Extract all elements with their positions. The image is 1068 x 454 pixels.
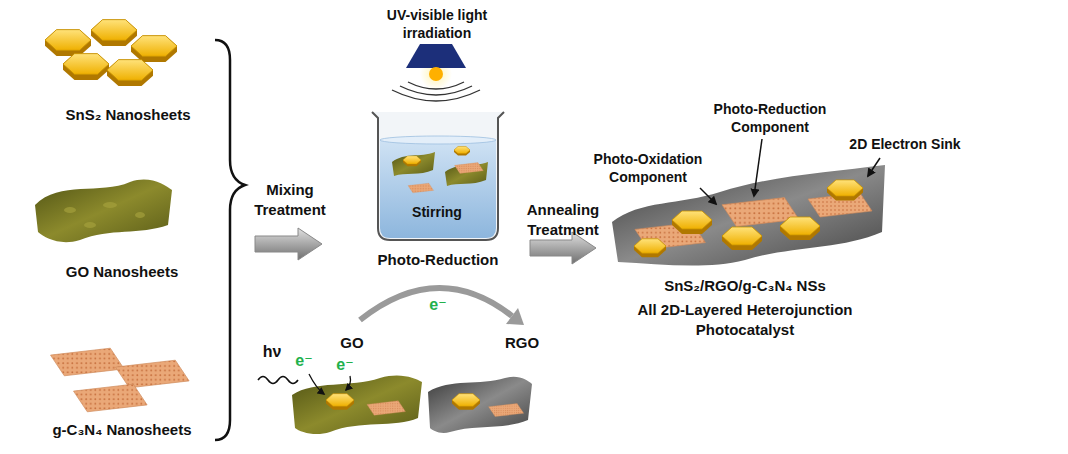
component-label: 2D Electron Sink (835, 135, 975, 153)
step-label: Photo-Reduction (363, 250, 513, 270)
step-label: Mixing Treatment (245, 180, 335, 219)
light-label: UV-visible light irradiation (378, 6, 496, 42)
curved-arrow (360, 288, 524, 325)
brace (215, 40, 245, 440)
step-label: Annealing Treatment (518, 200, 608, 239)
go-nanosheet (35, 180, 172, 243)
photo-reduction-scheme (258, 374, 532, 434)
material-label: GO (327, 333, 377, 353)
electron-label: e⁻ (423, 295, 453, 316)
electron-label: e⁻ (330, 355, 360, 376)
material-label: SnS₂ Nanosheets (38, 105, 218, 125)
product-label: All 2D-Layered Heterojunction Photocatal… (608, 300, 883, 339)
component-label: Photo-Oxidation Component (578, 150, 718, 186)
product-label: SnS₂/RGO/g-C₃N₄ NSs (610, 276, 880, 296)
photon-label: hν (252, 342, 292, 363)
component-label: Photo-Reduction Component (700, 100, 840, 136)
beaker (372, 112, 504, 240)
process-arrow (255, 228, 322, 260)
lamp (392, 44, 480, 101)
electron-label: e⁻ (289, 351, 319, 372)
sns2-nanosheets (45, 20, 177, 86)
material-label: GO Nanosheets (37, 262, 207, 282)
stirring-label: Stirring (397, 203, 477, 221)
gcn-nanosheets (51, 348, 190, 412)
material-label: RGO (492, 333, 552, 353)
material-label: g-C₃N₄ Nanosheets (32, 420, 212, 440)
